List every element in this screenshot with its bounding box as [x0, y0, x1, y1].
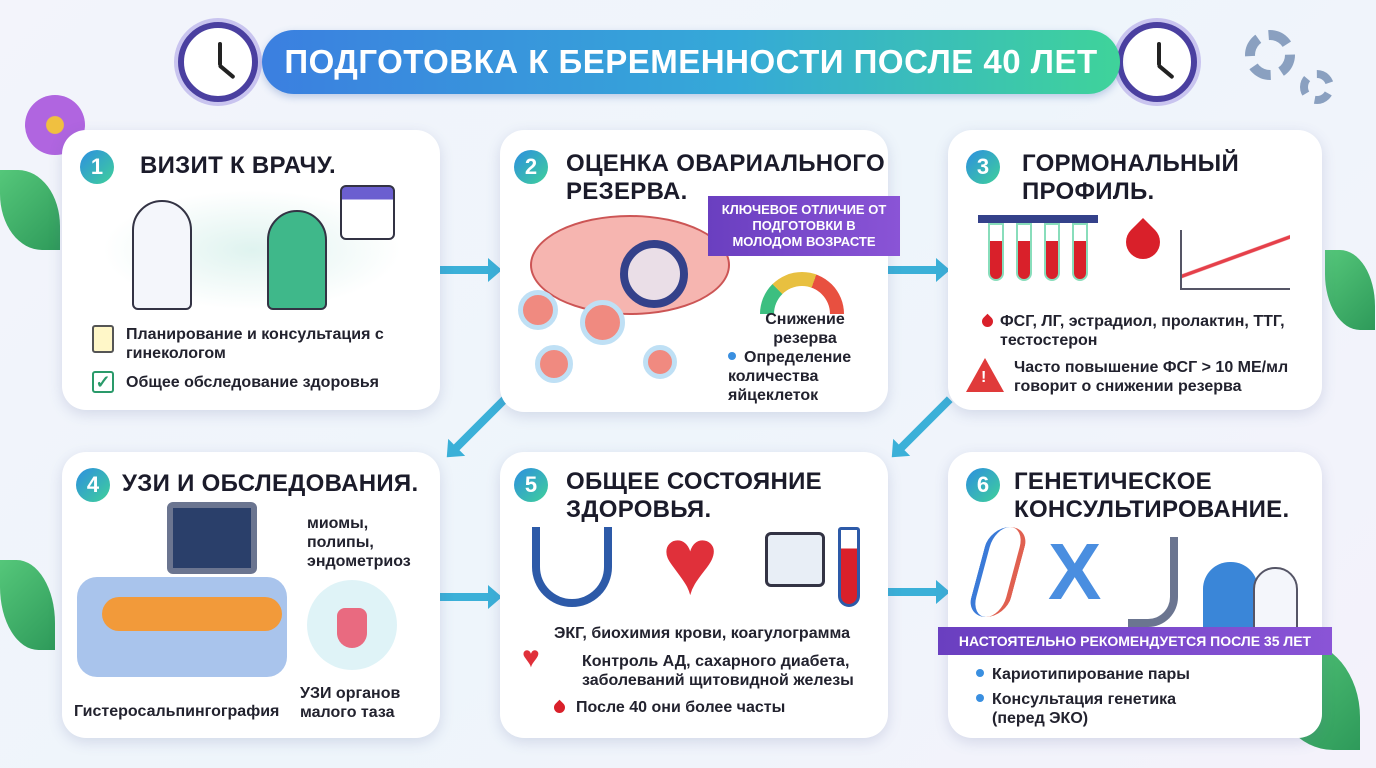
bullet-item: Определение количества яйцеклеток: [728, 349, 852, 404]
heart-icon: ♥: [661, 508, 719, 615]
step-title: УЗИ И ОБСЛЕДОВАНИЯ.: [122, 470, 419, 497]
gear-icon: [1245, 30, 1295, 80]
frequency-note: После 40 они более часты: [550, 698, 880, 717]
pelvic-ultrasound-label: УЗИ органов малого таза: [300, 685, 401, 721]
gauge-icon: [760, 272, 844, 314]
warning-icon: [966, 358, 1004, 392]
step-number: 4: [76, 468, 110, 502]
gear-icon: [1300, 70, 1334, 104]
dna-icon: [965, 527, 1031, 617]
recommendation-ribbon: НАСТОЯТЕЛЬНО РЕКОМЕНДУЕТСЯ ПОСЛЕ 35 ЛЕТ: [938, 627, 1332, 655]
checklist-item: ✓Общее обследование здоровья: [92, 371, 432, 393]
arrow-right-icon: [888, 580, 950, 604]
arrow-right-icon: [440, 258, 502, 282]
clipboard-icon: [92, 325, 114, 353]
bullet-item: Кариотипирование пары: [976, 665, 1190, 684]
arrow-down-left-icon: [897, 396, 953, 452]
step-card-5: 5 ОБЩЕЕ СОСТОЯНИЕ ЗДОРОВЬЯ. ♥ ЭКГ, биохи…: [500, 452, 888, 738]
chromosome-icon: X: [1048, 527, 1102, 616]
step-card-3: 3 ГОРМОНАЛЬНЫЙ ПРОФИЛЬ. ФСГ, ЛГ, эстради…: [948, 130, 1322, 410]
step-number: 1: [80, 150, 114, 184]
gauge-label: Снижение резерва: [765, 311, 845, 347]
findings-label: миомы, полипы, эндометриоз: [307, 515, 411, 570]
egg-cell: [643, 345, 677, 379]
leaf-decoration: [0, 560, 55, 650]
blood-pressure-monitor-icon: [765, 532, 825, 587]
step-number: 6: [966, 468, 1000, 502]
egg-cell: [535, 345, 573, 383]
stethoscope-icon: [532, 527, 612, 607]
checkbox-icon: ✓: [92, 371, 114, 393]
test-tubes-icon: [978, 215, 1098, 285]
step-number: 2: [514, 150, 548, 184]
blood-drop-icon: [551, 699, 568, 716]
clock-icon: [178, 22, 258, 102]
tests-list: ЭКГ, биохимия крови, коагулограмма: [554, 625, 850, 642]
step-card-4: 4 УЗИ И ОБСЛЕДОВАНИЯ. миомы, полипы, энд…: [62, 452, 440, 738]
step-title: ОБЩЕЕ СОСТОЯНИЕ ЗДОРОВЬЯ.: [566, 468, 822, 523]
checklist-item: Планирование и консультация с гинеколого…: [92, 325, 432, 363]
calendar-icon: [340, 185, 395, 240]
step-card-2: 2 ОЦЕНКА ОВАРИАЛЬНОГО РЕЗЕРВА. КЛЮЧЕВОЕ …: [500, 130, 900, 412]
hormone-chart-icon: [1180, 230, 1290, 290]
arrow-right-icon: [440, 585, 502, 609]
step-title: ГОРМОНАЛЬНЫЙ ПРОФИЛЬ.: [1022, 150, 1240, 205]
key-difference-ribbon: КЛЮЧЕВОЕ ОТЛИЧИЕ ОТ ПОДГОТОВКИ В МОЛОДОМ…: [708, 196, 900, 256]
test-tube-icon: [838, 527, 860, 607]
step-title: ОЦЕНКА ОВАРИАЛЬНОГО РЕЗЕРВА.: [566, 150, 885, 205]
arrow-down-left-icon: [452, 396, 508, 452]
hormone-list: ФСГ, ЛГ, эстрадиол, пролактин, ТТГ, тест…: [978, 312, 1308, 350]
step-card-1: 1 ВИЗИТ К ВРАЧУ. Планирование и консульт…: [62, 130, 440, 410]
fsh-warning: !Часто повышение ФСГ > 10 МЕ/мл говорит …: [966, 358, 1316, 396]
hsg-label: Гистеросальпингография: [74, 703, 280, 720]
page-title: ПОДГОТОВКА К БЕРЕМЕННОСТИ ПОСЛЕ 40 ЛЕТ: [262, 30, 1120, 94]
monitoring-item: ♥Контроль АД, сахарного диабета, заболев…: [522, 641, 854, 690]
microscope-icon: [1128, 537, 1178, 627]
step-card-6: 6 ГЕНЕТИЧЕСКОЕ КОНСУЛЬТИРОВАНИЕ. X НАСТО…: [938, 452, 1332, 738]
doctor-patient-illustration: [102, 185, 402, 310]
step-title: ВИЗИТ К ВРАЧУ.: [140, 152, 336, 179]
blood-drop-icon: [1118, 217, 1168, 267]
counseling-illustration: [1193, 542, 1303, 632]
magnifier-icon: [620, 240, 688, 308]
arrow-right-icon: [888, 258, 950, 282]
step-title: ГЕНЕТИЧЕСКОЕ КОНСУЛЬТИРОВАНИЕ.: [1014, 468, 1290, 523]
heart-rate-icon: ♥: [522, 641, 540, 674]
step-number: 3: [966, 150, 1000, 184]
uterus-icon: [307, 580, 397, 670]
egg-cell: [580, 300, 625, 345]
bullet-item: Консультация генетика (перед ЭКО): [976, 690, 1206, 728]
leaf-decoration: [0, 170, 60, 250]
ultrasound-monitor-icon: [167, 502, 257, 574]
clock-icon: [1117, 22, 1197, 102]
step-number: 5: [514, 468, 548, 502]
blood-drop-icon: [979, 313, 996, 330]
leaf-decoration: [1325, 250, 1375, 330]
patient-figure: [102, 597, 282, 631]
egg-cell: [518, 290, 558, 330]
